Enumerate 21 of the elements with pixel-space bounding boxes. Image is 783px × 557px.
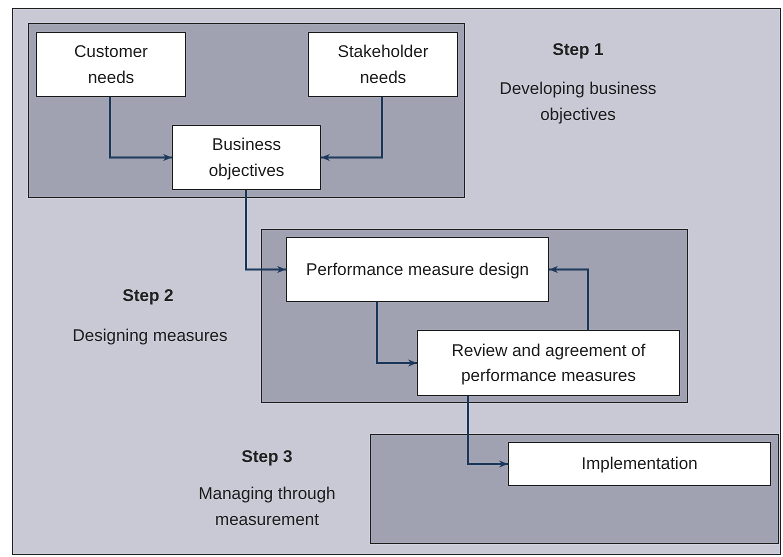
step-panel (261, 229, 688, 403)
process-box: Business objectives (172, 125, 321, 190)
connector-arrow (245, 190, 286, 274)
step-description: Designing measures (72, 325, 228, 347)
step-description: Developing business objectives (498, 78, 658, 126)
step-description: Managing through measurement (197, 483, 337, 530)
process-box: Implementation (508, 442, 771, 486)
step-panel (370, 434, 779, 544)
step-panel (28, 23, 465, 198)
connector-arrow (321, 97, 383, 162)
step-heading: Step 2 (121, 286, 175, 306)
connector-arrow (549, 266, 589, 330)
process-box: Customer needs (36, 32, 186, 97)
connector-arrow (467, 396, 508, 468)
process-box: Stakeholder needs (308, 32, 458, 97)
process-box: Review and agreement of performance measures (417, 330, 680, 396)
step-heading: Step 3 (240, 447, 294, 467)
step-heading: Step 1 (551, 40, 605, 60)
connector-arrow (109, 97, 172, 162)
connector-arrow (376, 302, 417, 367)
process-box: Performance measure design (286, 237, 549, 302)
